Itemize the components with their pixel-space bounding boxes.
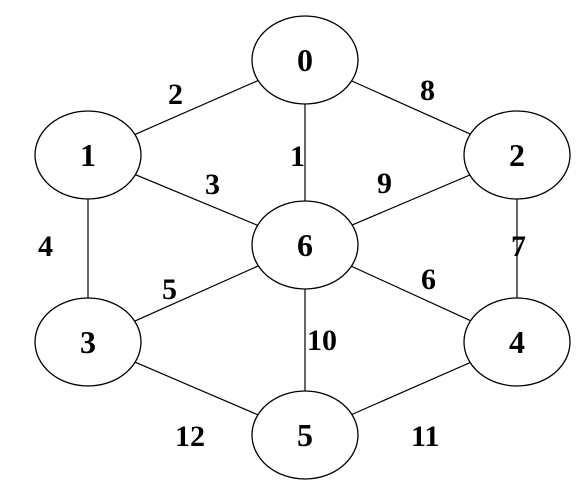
- node-2: 2: [463, 110, 571, 200]
- node-5: 5: [251, 390, 359, 480]
- node-4-label: 4: [509, 324, 525, 360]
- node-6-label: 6: [297, 227, 313, 263]
- edge-weight-0-2: 8: [420, 74, 435, 107]
- edge-weight-4-6: 6: [421, 263, 436, 296]
- edge-weight-3-5: 12: [175, 420, 205, 453]
- node-3-circle: [34, 297, 142, 387]
- edge-weight-1-3: 4: [38, 230, 53, 263]
- edge-weight-4-5: 11: [411, 420, 439, 453]
- node-1-label: 1: [80, 137, 96, 173]
- node-2-circle: [463, 110, 571, 200]
- node-1-circle: [34, 110, 142, 200]
- node-5-label: 5: [297, 417, 313, 453]
- node-2-label: 2: [509, 137, 525, 173]
- edge-weight-2-6: 9: [377, 167, 392, 200]
- edge-weight-0-6: 1: [290, 140, 305, 173]
- node-4: 4: [463, 297, 571, 387]
- node-0-circle: [251, 15, 359, 105]
- node-0-label: 0: [297, 42, 313, 78]
- node-1: 1: [34, 110, 142, 200]
- edge-weight-3-6: 5: [162, 273, 177, 306]
- node-5-circle: [251, 390, 359, 480]
- edge-weight-0-1: 2: [168, 78, 183, 111]
- edge-weight-5-6: 10: [307, 324, 337, 357]
- node-6-circle: [251, 200, 359, 290]
- edge-weight-2-4: 7: [511, 230, 526, 263]
- node-0: 0: [251, 15, 359, 105]
- node-3: 3: [34, 297, 142, 387]
- node-6: 6: [251, 200, 359, 290]
- edge-weight-1-6: 3: [205, 168, 220, 201]
- edge-weights-layer: 2 8 1 3 4 9 7 5 6 10 12 11: [38, 74, 526, 453]
- node-4-circle: [463, 297, 571, 387]
- node-3-label: 3: [80, 324, 96, 360]
